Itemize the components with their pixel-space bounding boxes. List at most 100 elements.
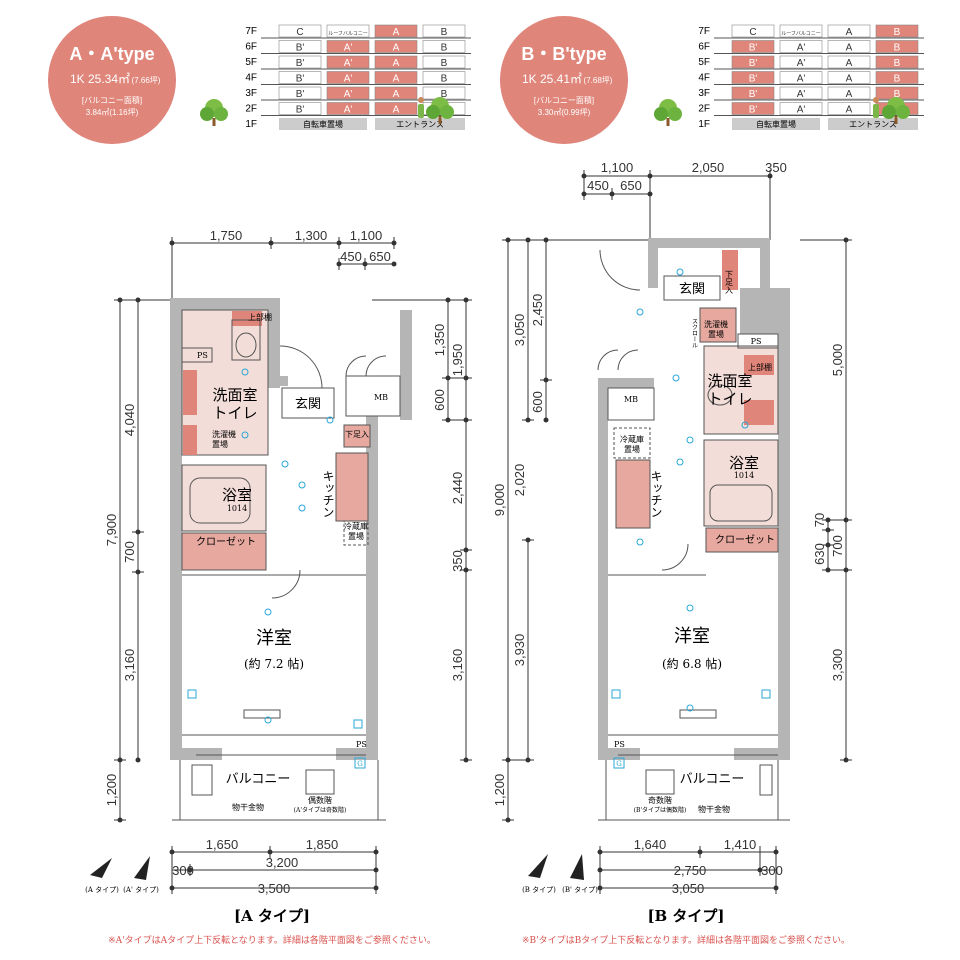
unit-label: A <box>393 105 400 116</box>
unit-cell <box>827 71 871 84</box>
room-yoku: 浴室 <box>222 486 252 504</box>
unit-cell <box>779 102 823 115</box>
dim-left-2: 2,450 <box>530 294 545 327</box>
unit-label: B' <box>749 89 758 100</box>
badge-balcony-area: 3.30㎡(0.99坪) <box>538 108 591 117</box>
unit-label: A <box>393 89 400 100</box>
room-sentaku: 洗濯機 <box>704 319 728 329</box>
unit-label: A <box>393 74 400 85</box>
unit-label: A' <box>797 89 806 100</box>
unit-cell <box>779 24 823 38</box>
unit-cell <box>278 102 322 115</box>
dim-right-5: 3,300 <box>830 649 845 682</box>
unit-cell <box>422 40 466 53</box>
unit-label: B' <box>749 74 758 85</box>
dim-top-3: 1,100 <box>350 228 383 243</box>
plan-a: 1,750 1,300 1,100 450 650 4,040 7,900 70… <box>85 228 472 946</box>
dim-left-5: 1,200 <box>104 774 119 807</box>
compass-icon <box>90 856 150 880</box>
unit-label: A <box>846 58 853 69</box>
dim-right-3: 630 <box>812 543 827 565</box>
room-genkan: 玄関 <box>679 282 705 297</box>
unit-cell <box>278 71 322 84</box>
type-badge-b: B・B'type 1K 25.41㎡ (7.68坪) [バルコニー面積] 3.3… <box>500 16 628 144</box>
dim-left-1: 4,040 <box>122 404 137 437</box>
unit-label: A' <box>344 43 353 54</box>
unit-cell <box>731 102 775 115</box>
footnote: ※A'タイプはAタイプ上下反転となります。詳細は各階平面図をご参照ください。 <box>108 934 436 946</box>
balcony-hidden: 物干金物 <box>232 802 264 812</box>
unit-cell <box>875 71 919 84</box>
room-kitchen: キッチン <box>321 470 335 518</box>
unit-cell <box>278 24 322 38</box>
unit-cell <box>875 40 919 53</box>
room-mb: MB <box>374 393 388 402</box>
dim-bottom-4: 300 <box>761 863 783 878</box>
unit-cell <box>827 86 871 100</box>
dim-bottom-1: 1,650 <box>206 837 239 852</box>
unit-label: A' <box>344 74 353 85</box>
dim-right-1: 1,350 <box>432 324 447 357</box>
unit-label: B <box>441 43 448 54</box>
dim-right-6: 3,160 <box>450 649 465 682</box>
badge-balcony-area: 3.84㎡(1.16坪) <box>86 108 139 117</box>
unit-cell <box>731 55 775 69</box>
unit-cell <box>731 40 775 53</box>
unit-cell <box>827 102 871 115</box>
unit-cell <box>827 55 871 69</box>
room-ps-2: PS <box>614 740 625 749</box>
dim-left-2: 7,900 <box>104 514 119 547</box>
balcony-note: (A'タイプは奇数階) <box>294 806 347 814</box>
room-closet: クローゼット <box>715 534 775 546</box>
unit-cell <box>827 40 871 53</box>
unit-label: A <box>846 89 853 100</box>
room-yoku: 浴室 <box>729 454 759 472</box>
balcony-note: (B'タイプは偶数階) <box>634 806 687 814</box>
room-size: (約 6.8 帖) <box>662 656 722 671</box>
unit-label: B' <box>296 89 305 100</box>
unit-label: A' <box>344 58 353 69</box>
unit-label: A <box>846 27 853 38</box>
floor-label: 3F <box>245 88 257 99</box>
dim-top-3: 350 <box>765 160 787 175</box>
unit-label: A' <box>797 74 806 85</box>
dim-bottom-5: 3,500 <box>258 881 291 896</box>
dim-top-sub-1: 450 <box>587 178 609 193</box>
floor-label: 5F <box>245 57 257 68</box>
dim-left-3: 700 <box>122 541 137 563</box>
unit-label: B' <box>296 43 305 54</box>
dim-right-3: 600 <box>432 389 447 411</box>
unit-label: B <box>441 58 448 69</box>
badge-title: B・B'type <box>521 44 606 64</box>
unit-cell <box>779 71 823 84</box>
room-senmen: 洗面室 <box>707 372 752 390</box>
unit-label: B <box>894 58 901 69</box>
unit-cell <box>326 55 370 69</box>
floor-label: 3F <box>698 88 710 99</box>
dim-top-1: 1,100 <box>601 160 634 175</box>
room-toilet: トイレ <box>707 390 752 408</box>
unit-label: A <box>393 58 400 69</box>
unit-label: A' <box>797 105 806 116</box>
unit-cell <box>374 86 418 100</box>
unit-cell <box>827 24 871 38</box>
unit-label: B' <box>749 105 758 116</box>
gas-g: G <box>616 760 622 768</box>
unit-cell <box>326 24 370 38</box>
unit-label: B' <box>296 105 305 116</box>
dim-bottom-1: 1,640 <box>634 837 667 852</box>
unit-cell <box>779 86 823 100</box>
dim-bottom-3: 300 <box>172 863 194 878</box>
gas-g: G <box>357 760 363 768</box>
room-sentaku: 洗濯機 <box>212 429 236 439</box>
dim-left-6: 3,930 <box>512 634 527 667</box>
dim-bottom-2: 1,850 <box>306 837 339 852</box>
unit-cell <box>278 55 322 69</box>
floor-label: 7F <box>698 26 710 37</box>
unit-label: ルーフバルコニー <box>328 31 368 37</box>
unit-label: A <box>393 27 400 38</box>
room-reizo: 冷蔵庫 <box>620 434 644 444</box>
room-upper-shelf: 上部棚 <box>248 312 272 322</box>
room-yoku-no: 1014 <box>227 504 247 513</box>
